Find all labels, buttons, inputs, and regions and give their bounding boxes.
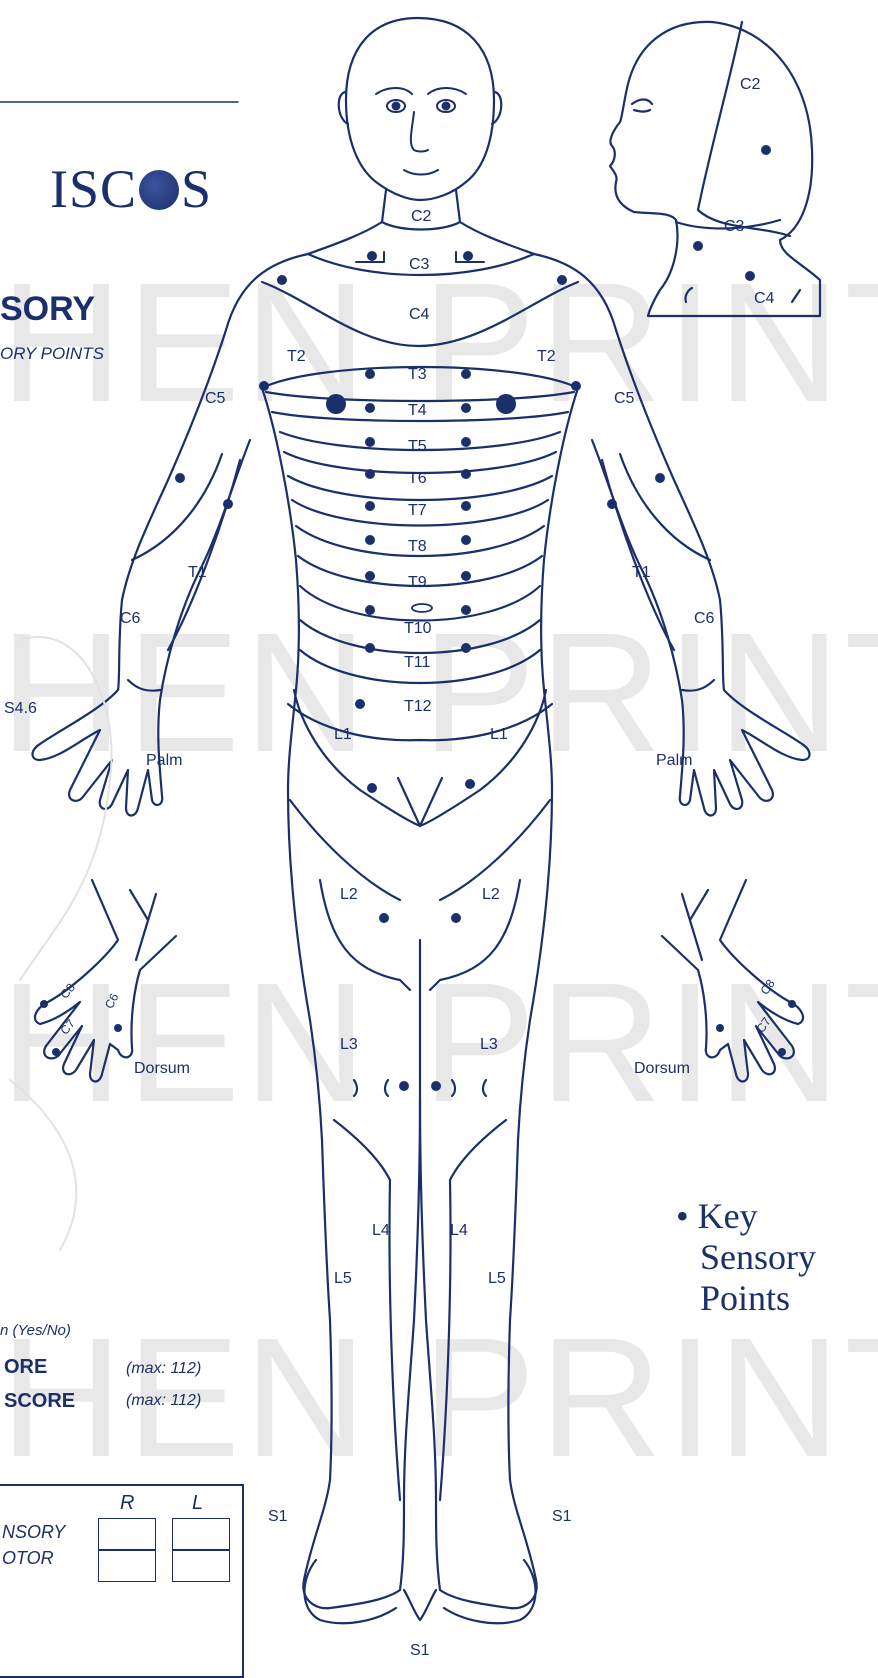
score1-max: (max: 112) xyxy=(126,1360,201,1378)
label-c5-left: C5 xyxy=(205,390,225,408)
label-head-c3: C3 xyxy=(724,218,744,236)
key-legend: • Key Sensory Points xyxy=(676,1196,816,1319)
motor-l-box[interactable] xyxy=(172,1550,230,1582)
label-head-c4: C4 xyxy=(754,290,774,308)
label-c3: C3 xyxy=(409,256,429,274)
label-dorsum-right: Dorsum xyxy=(634,1060,690,1078)
label-l3-right: L3 xyxy=(480,1036,498,1054)
label-t11: T11 xyxy=(404,654,430,672)
label-l2-left: L2 xyxy=(340,886,358,904)
label-s45: S4.6 xyxy=(4,700,37,718)
label-t9: T9 xyxy=(408,574,427,592)
label-t1-right: T1 xyxy=(632,564,651,582)
label-s1-right: S1 xyxy=(552,1508,572,1526)
label-l2-right: L2 xyxy=(482,886,500,904)
logo-text: ISC xyxy=(50,159,137,219)
label-l1-left: L1 xyxy=(334,726,352,744)
side-head xyxy=(610,22,820,316)
label-c2: C2 xyxy=(411,208,431,226)
label-head-c2: C2 xyxy=(740,76,760,94)
sensory-title: SORY xyxy=(0,290,95,329)
label-palm-left: Palm xyxy=(146,752,182,770)
label-t5: T5 xyxy=(408,438,427,456)
label-t10: T10 xyxy=(404,620,432,638)
motor-r-box[interactable] xyxy=(98,1550,156,1582)
label-t7: T7 xyxy=(408,502,427,520)
sensory-subtitle: ORY POINTS xyxy=(0,344,104,364)
label-l1-right: L1 xyxy=(490,726,508,744)
row-motor-label: OTOR xyxy=(2,1548,54,1569)
yes-no-label: n (Yes/No) xyxy=(0,1322,71,1339)
key-line-1: Key xyxy=(698,1196,758,1236)
sensory-r-box[interactable] xyxy=(98,1518,156,1550)
score2-label: SCORE xyxy=(4,1390,75,1413)
sensory-l-box[interactable] xyxy=(172,1518,230,1550)
label-c5-right: C5 xyxy=(614,390,634,408)
label-t6: T6 xyxy=(408,470,427,488)
label-palm-right: Palm xyxy=(656,752,692,770)
label-t1-left: T1 xyxy=(188,564,207,582)
label-l5-right: L5 xyxy=(488,1270,506,1288)
label-s1-center: S1 xyxy=(410,1642,430,1660)
col-l-header: L xyxy=(192,1492,203,1515)
label-l4-left: L4 xyxy=(372,1222,390,1240)
key-line-3: Points xyxy=(676,1278,816,1319)
subscore-table: R L NSORY OTOR xyxy=(0,1484,244,1678)
face-features xyxy=(376,88,466,175)
label-t8: T8 xyxy=(408,538,427,556)
label-c4: C4 xyxy=(409,306,429,324)
label-t2-right: T2 xyxy=(537,348,556,366)
label-l5-left: L5 xyxy=(334,1270,352,1288)
navel xyxy=(412,604,432,612)
label-l3-left: L3 xyxy=(340,1036,358,1054)
key-line-2: Sensory xyxy=(676,1237,816,1278)
score1-label: ORE xyxy=(4,1356,47,1379)
label-t12: T12 xyxy=(404,698,432,716)
sensory-points xyxy=(40,145,796,1091)
label-t2-left: T2 xyxy=(287,348,306,366)
key-bullet: • xyxy=(676,1196,689,1236)
logo-text: S xyxy=(181,159,212,219)
label-t4: T4 xyxy=(408,402,427,420)
label-c6-right: C6 xyxy=(694,610,714,628)
col-r-header: R xyxy=(120,1492,134,1515)
globe-icon xyxy=(139,170,179,210)
label-t3: T3 xyxy=(408,366,427,384)
label-c6-left: C6 xyxy=(120,610,140,628)
watermark-emblem xyxy=(10,637,112,1250)
row-sensory-label: NSORY xyxy=(2,1522,65,1543)
label-s1-left: S1 xyxy=(268,1508,288,1526)
iscos-logo: ISC S xyxy=(50,158,212,220)
label-l4-right: L4 xyxy=(450,1222,468,1240)
label-dorsum-left: Dorsum xyxy=(134,1060,190,1078)
score2-max: (max: 112) xyxy=(126,1392,201,1410)
